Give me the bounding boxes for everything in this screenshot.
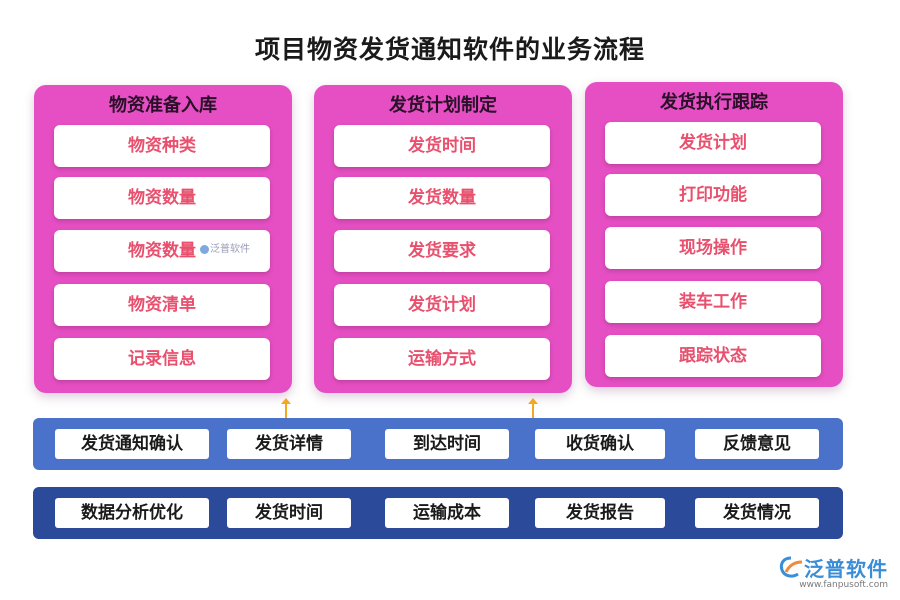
column-item: 现场操作 — [605, 227, 821, 269]
column-item: 跟踪状态 — [605, 335, 821, 377]
band-chip: 数据分析优化 — [55, 498, 209, 528]
column-item: 发货计划 — [334, 284, 550, 326]
band-chip: 发货通知确认 — [55, 429, 209, 459]
band-notification: 发货通知确认 发货详情 到达时间 收货确认 反馈意见 — [33, 418, 843, 470]
brand-url: www.fanpusoft.com — [799, 580, 888, 590]
band-chip: 收货确认 — [535, 429, 665, 459]
column-item: 发货计划 — [605, 122, 821, 164]
band-chip: 到达时间 — [385, 429, 509, 459]
column-shipping-plan: 发货计划制定 发货时间 发货数量 发货要求 发货计划 运输方式 — [314, 85, 572, 393]
column-item: 装车工作 — [605, 281, 821, 323]
band-chip: 发货情况 — [695, 498, 819, 528]
column-item: 打印功能 — [605, 174, 821, 216]
column-material-prep: 物资准备入库 物资种类 物资数量 物资数量 泛普软件 物资清单 记录信息 — [34, 85, 292, 393]
brand-logo: 泛普软件 www.fanpusoft.com — [778, 553, 888, 590]
watermark-text: 泛普软件 — [210, 244, 250, 255]
band-chip: 运输成本 — [385, 498, 509, 528]
column-heading: 物资准备入库 — [109, 95, 217, 116]
column-item: 发货数量 — [334, 177, 550, 219]
column-heading: 发货执行跟踪 — [660, 92, 768, 113]
band-chip: 发货时间 — [227, 498, 351, 528]
column-heading: 发货计划制定 — [389, 95, 497, 116]
band-chip: 发货报告 — [535, 498, 665, 528]
band-analysis: 数据分析优化 发货时间 运输成本 发货报告 发货情况 — [33, 487, 843, 539]
column-item: 物资数量 — [54, 177, 270, 219]
column-item: 运输方式 — [334, 338, 550, 380]
band-chip: 发货详情 — [227, 429, 351, 459]
column-item: 物资种类 — [54, 125, 270, 167]
band-chip: 反馈意见 — [695, 429, 819, 459]
brand-name: 泛普软件 — [804, 557, 888, 581]
column-item: 发货要求 — [334, 230, 550, 272]
column-item: 记录信息 — [54, 338, 270, 380]
fanpu-logo-icon — [779, 556, 803, 578]
watermark-logo-icon — [200, 244, 209, 254]
column-shipping-track: 发货执行跟踪 发货计划 打印功能 现场操作 装车工作 跟踪状态 — [585, 82, 843, 387]
column-item: 物资清单 — [54, 284, 270, 326]
diagram-title: 项目物资发货通知软件的业务流程 — [254, 35, 645, 64]
column-item-label: 物资数量 — [128, 241, 196, 261]
column-item: 发货时间 — [334, 125, 550, 167]
watermark-small: 泛普软件 — [200, 244, 250, 256]
column-item: 物资数量 泛普软件 — [54, 230, 270, 272]
